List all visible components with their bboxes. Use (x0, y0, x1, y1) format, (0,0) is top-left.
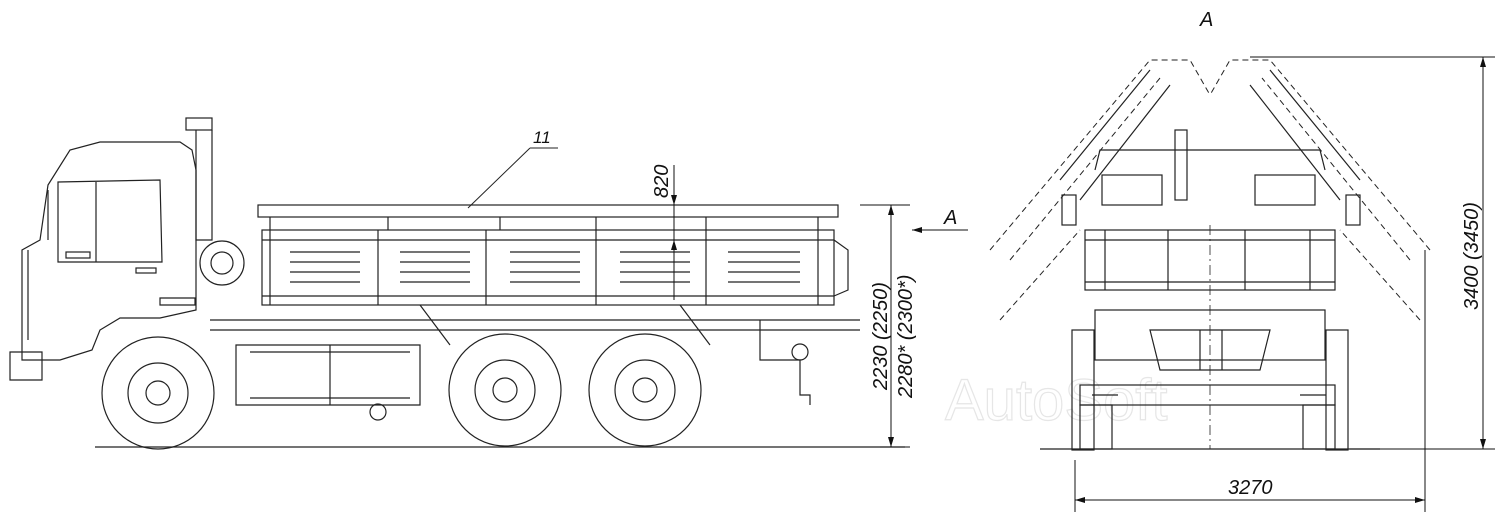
truck-rear-view (989, 59, 1431, 451)
opened-side-boards (989, 59, 1431, 321)
platform-height-dimension (860, 204, 910, 448)
total-height-label: 3400 (3450) (1461, 202, 1483, 310)
truck-side-view (9, 117, 905, 450)
width-label: 3270 (1228, 477, 1273, 499)
platform-height-label: 2230 (2250) (870, 282, 892, 391)
width-dimension (1074, 250, 1426, 512)
callout-number: 11 (533, 128, 551, 147)
chassis-frame (210, 319, 860, 421)
rear-wheel (588, 333, 702, 447)
board-height-label: 820 (651, 165, 673, 198)
cab (9, 141, 197, 381)
tow-hitch (759, 320, 811, 405)
view-arrow-label: A (943, 207, 957, 229)
front-wheel (101, 336, 215, 450)
cargo-body (257, 204, 849, 346)
total-height-dimension (1250, 56, 1495, 450)
middle-wheel (448, 333, 562, 447)
watermark: AutoSoft (945, 368, 1167, 433)
exhaust-pipe (185, 117, 245, 286)
callout-11 (467, 147, 558, 209)
platform-height-alt-label: 2280* (2300*) (895, 275, 917, 399)
view-label-top: A (1199, 9, 1213, 31)
